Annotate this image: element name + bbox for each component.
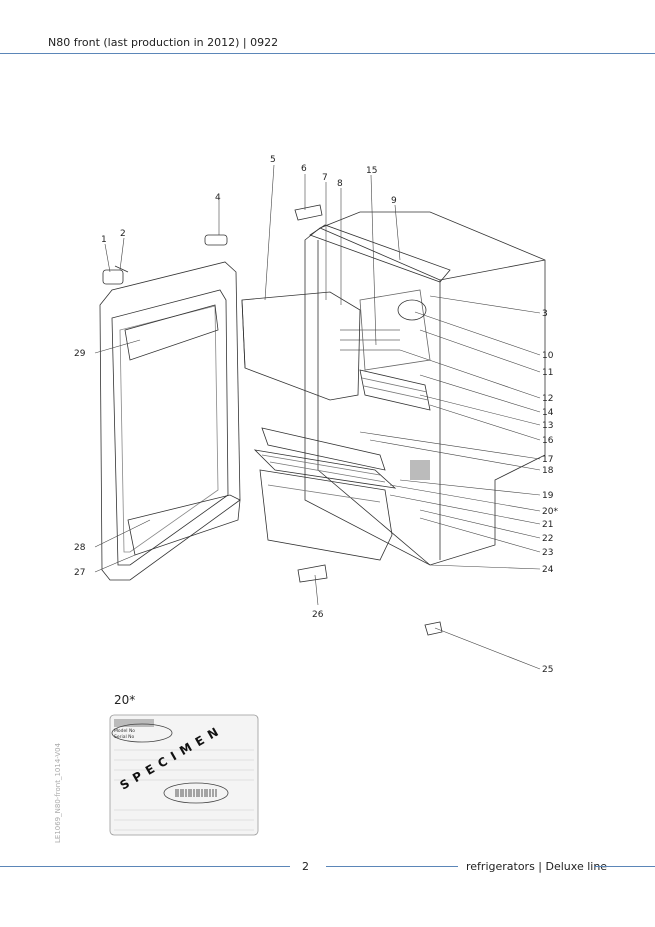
specimen-serial-label: Serial No	[114, 734, 135, 740]
callout-9: 9	[391, 196, 397, 206]
callout-13: 13	[542, 421, 553, 431]
callout-19: 19	[542, 491, 554, 501]
footer-text: refrigerators | Deluxe line	[466, 860, 608, 873]
specimen-model-label: Model No	[114, 728, 135, 734]
specimen-title: 20*	[114, 693, 136, 707]
callout-8: 8	[337, 179, 343, 189]
callout-6: 6	[301, 164, 307, 174]
page-number: 2	[302, 860, 309, 873]
callout-7: 7	[322, 173, 328, 183]
callout-18: 18	[542, 466, 554, 476]
callout-2: 2	[120, 229, 126, 239]
footer-rule-right	[326, 866, 458, 867]
page-header-title: N80 front (last production in 2012) | 09…	[48, 36, 279, 49]
header-rule	[0, 53, 655, 54]
callout-21: 21	[542, 520, 553, 530]
callout-11: 11	[542, 368, 553, 378]
callout-12: 12	[542, 394, 553, 404]
callout-23: 23	[542, 548, 553, 558]
callout-26: 26	[312, 610, 324, 620]
footer-rule-far	[594, 866, 655, 867]
document-code: LE1069_N80-front_1014-V04	[54, 742, 62, 843]
callout-5: 5	[270, 155, 276, 165]
specimen-rating-plate: Model No Serial No SPECIMEN	[109, 714, 259, 836]
callout-4: 4	[215, 193, 221, 203]
callout-14: 14	[542, 408, 554, 418]
callout-1: 1	[101, 235, 107, 245]
callout-25: 25	[542, 665, 553, 675]
callout-22: 22	[542, 534, 553, 544]
callout-17: 17	[542, 455, 553, 465]
callout-16: 16	[542, 436, 554, 446]
callout-10: 10	[542, 351, 554, 361]
footer-rule-left	[0, 866, 290, 867]
callout-29: 29	[74, 349, 86, 359]
callout-15: 15	[366, 166, 377, 176]
callout-24: 24	[542, 565, 554, 575]
callout-20: 20*	[542, 507, 558, 517]
callout-27: 27	[74, 568, 85, 578]
callout-28: 28	[74, 543, 86, 553]
callout-3: 3	[542, 309, 548, 319]
